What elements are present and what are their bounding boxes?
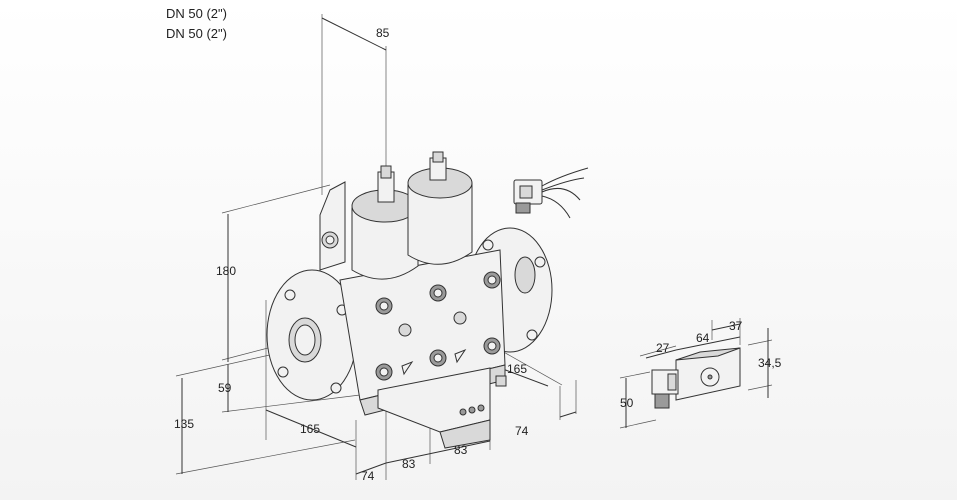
dim-label-165-bottom: 165 (300, 422, 320, 436)
dim-label-74-right: 74 (515, 424, 529, 438)
dim-label-85: 85 (376, 26, 390, 40)
dim-label-180: 180 (216, 264, 236, 278)
dim-label-59: 59 (218, 381, 232, 395)
title-line-1: DN 50 (2") (166, 6, 227, 21)
plug-with-cable (513, 167, 589, 219)
title-line-2: DN 50 (2") (166, 26, 227, 41)
dim-label-64: 64 (696, 331, 710, 345)
valve-assembly (266, 151, 553, 449)
dim-label-135: 135 (174, 417, 194, 431)
dim-label-50: 50 (620, 396, 634, 410)
dimension-labels: 85 180 59 135 165 74 83 83 165 74 27 64 … (174, 26, 782, 483)
dim-label-83-right: 83 (454, 443, 468, 457)
plug-detail (619, 318, 773, 429)
dim-label-37: 37 (729, 319, 743, 333)
dim-label-83-left: 83 (402, 457, 416, 471)
dim-label-34-5: 34,5 (758, 356, 782, 370)
dimension-lines (175, 14, 577, 480)
dim-label-27: 27 (656, 341, 670, 355)
dim-label-74-bottom: 74 (361, 469, 375, 483)
dim-label-165-right: 165 (507, 362, 527, 376)
